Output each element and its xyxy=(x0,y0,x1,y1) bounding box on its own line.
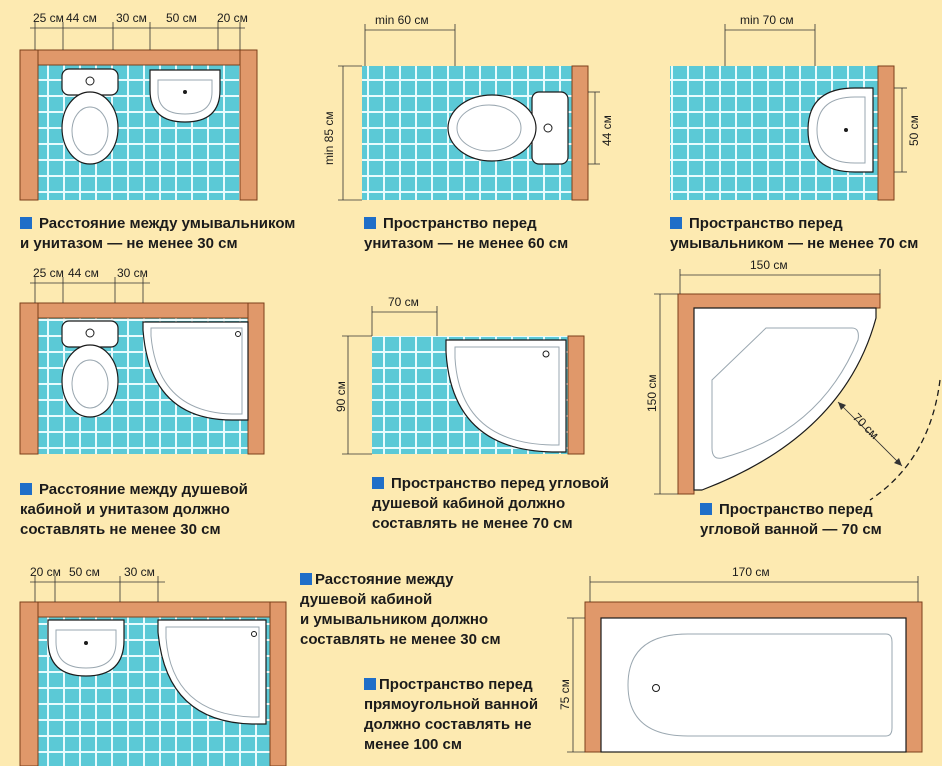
wall xyxy=(239,49,258,201)
dimension-label: min 70 см xyxy=(740,13,794,27)
shower-tray xyxy=(157,619,267,725)
diagram-rectangular-bath: 170 см 75 см xyxy=(558,565,923,753)
bullet-square-icon xyxy=(364,217,376,229)
dimension-label: 25 см xyxy=(33,266,64,280)
dimension-line xyxy=(567,576,919,753)
dimension-label: 150 см xyxy=(750,258,788,272)
wall xyxy=(19,49,39,201)
dimension-label: 30 см xyxy=(124,565,155,579)
wall xyxy=(19,601,39,766)
shower-tray xyxy=(142,321,249,421)
dimension-label: 50 см xyxy=(166,11,197,25)
dimension-label: 20 см xyxy=(217,11,248,25)
bullet-square-icon xyxy=(700,503,712,515)
wall xyxy=(269,601,287,766)
dimension-label: 44 см xyxy=(66,11,97,25)
bullet-square-icon xyxy=(364,678,376,690)
dimension-label: 25 см xyxy=(33,11,64,25)
dimension-line xyxy=(30,22,245,50)
caption-toilet-front: Пространство перед унитазом — не менее 6… xyxy=(364,215,569,252)
diagram-corner-bath: 150 см 150 см 70 см xyxy=(645,258,941,501)
caption-shower-sink: Расстояние между душевой кабиной и умыва… xyxy=(300,571,501,648)
shower-tray xyxy=(445,339,567,453)
washbasin xyxy=(807,87,874,173)
wall xyxy=(567,335,585,455)
dimension-label: 70 см xyxy=(388,295,419,309)
wall xyxy=(19,601,287,618)
dimension-label: 90 см xyxy=(334,381,348,412)
dimension-label: 30 см xyxy=(116,11,147,25)
dimension-label: 150 см xyxy=(645,374,659,412)
dimension-line xyxy=(338,24,600,201)
bullet-square-icon xyxy=(300,573,312,585)
dimension-label: 30 см xyxy=(117,266,148,280)
diagram-shower-front: 70 см 90 см xyxy=(334,295,585,455)
wall xyxy=(877,65,895,201)
dimension-label: 170 см xyxy=(732,565,770,579)
bullet-square-icon xyxy=(372,477,384,489)
caption-sink-front: Пространство перед умывальником — не мен… xyxy=(670,215,919,252)
diagram-sink-toilet: 25 см 44 см 30 см 50 см 20 см xyxy=(19,11,258,201)
caption-rectangular-bath: Пространство перед прямоугольной ванной … xyxy=(364,676,539,753)
dimension-label: 70 см xyxy=(850,410,882,442)
dimension-label: 20 см xyxy=(30,565,61,579)
dimension-label: min 60 см xyxy=(375,13,429,27)
bullet-square-icon xyxy=(670,217,682,229)
wall xyxy=(19,49,258,66)
dimension-label: min 85 см xyxy=(322,111,336,165)
wall xyxy=(19,302,39,455)
dimension-line xyxy=(724,24,907,173)
wall xyxy=(571,65,589,201)
dimension-line xyxy=(654,269,941,501)
dimension-label: 50 см xyxy=(907,115,921,146)
diagram-sink-front: min 70 см 50 см xyxy=(670,13,921,201)
washbasin xyxy=(47,619,125,677)
toilet xyxy=(61,68,119,165)
wall xyxy=(19,302,265,319)
dimension-label: 50 см xyxy=(69,565,100,579)
caption-shower-front: Пространство перед угловой душевой кабин… xyxy=(372,475,609,532)
caption-corner-bath: Пространство перед угловой ванной — 70 с… xyxy=(700,501,882,538)
caption-shower-toilet: Расстояние между душевой кабиной и унита… xyxy=(20,481,248,538)
caption-sink-toilet: Расстояние между умывальником и унитазом… xyxy=(20,215,296,252)
dimension-label: 75 см xyxy=(558,679,572,710)
corner-bathtub xyxy=(693,307,877,491)
diagram-shower-toilet: 25 см 44 см 30 см xyxy=(19,266,265,455)
diagram-shower-sink: 20 см 50 см 30 см xyxy=(19,565,287,766)
bullet-square-icon xyxy=(20,217,32,229)
dimension-label: 44 см xyxy=(68,266,99,280)
dimension-label: 44 см xyxy=(600,115,614,146)
rectangular-bathtub xyxy=(600,617,907,753)
dimension-line xyxy=(342,306,438,455)
dimension-line xyxy=(30,277,150,303)
bullet-square-icon xyxy=(20,483,32,495)
wall xyxy=(247,302,265,455)
dimension-line xyxy=(30,576,165,602)
toilet xyxy=(447,91,569,165)
toilet xyxy=(61,320,119,418)
diagram-toilet-front: min 60 см min 85 см 44 см xyxy=(322,13,614,201)
washbasin xyxy=(149,69,221,123)
